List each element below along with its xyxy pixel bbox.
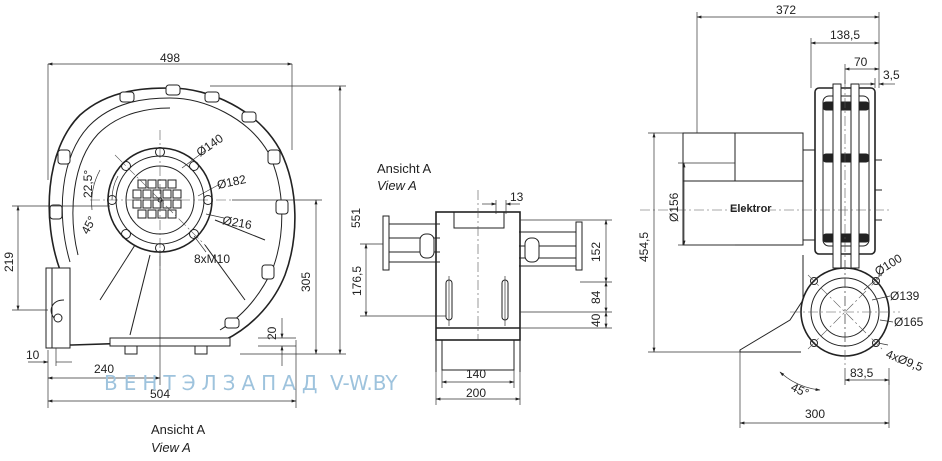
dim-219: 219 [2,252,16,272]
watermark-site: V-W.BY [330,371,398,395]
dim-dia-100: Ø100 [872,251,905,279]
dim-10: 10 [26,348,40,362]
dim-504: 504 [150,387,170,401]
dim-20: 20 [265,326,279,340]
dim-454-5: 454,5 [637,232,651,262]
dim-300: 300 [805,407,825,421]
inlet-flange [90,130,232,270]
dim-83-5: 83,5 [850,366,874,380]
motor-brand: Elektror [730,203,772,215]
front-view: 498 504 240 10 20 551 305 219 Ø140 Ø182 … [2,51,363,455]
view-a-body [382,190,583,372]
front-caption-en: View A [151,440,191,455]
front-dimensions [12,62,346,408]
watermark-brand: ВЕНТЭЛЗАПАД [104,371,323,395]
dim-3-5: 3,5 [883,68,900,82]
dim-dia-182: Ø182 [216,172,248,192]
dim-dia-165: Ø165 [894,315,924,329]
dim-138-5: 138,5 [830,28,860,42]
housing-outline [45,84,296,355]
dim-70: 70 [854,55,868,69]
dim-84: 84 [589,290,603,304]
view-a-caption-en: View A [377,178,417,193]
dim-dia-139: Ø139 [890,289,920,303]
dim-240: 240 [94,362,114,376]
dim-dia-156: Ø156 [667,192,681,222]
dim-angle-22-5: 22,5° [81,170,95,198]
side-dimensions [648,12,895,428]
dim-dia-140: Ø140 [194,131,226,159]
dim-dia-216: Ø216 [221,213,253,232]
dim-angle-45: 45° [78,214,99,237]
view-a: Ansicht A View A [350,161,612,405]
dim-152: 152 [589,242,603,262]
dim-176-5: 176,5 [350,266,364,296]
dim-13: 13 [510,190,524,204]
dim-40: 40 [589,313,603,327]
dim-angle-45-side: 45° [789,380,812,400]
dim-498: 498 [160,51,180,65]
outlet-flange [740,260,900,368]
dim-372: 372 [776,3,796,17]
front-caption-de: Ansicht A [151,422,206,437]
view-a-caption-de: Ansicht A [377,161,432,176]
dim-200: 200 [466,386,486,400]
dim-holes: 4xØ9,5 [884,347,925,375]
dim-305: 305 [299,272,313,292]
dim-551: 551 [349,208,363,228]
dim-140: 140 [466,367,486,381]
view-a-dimensions [360,200,612,405]
inlet-grid [132,179,182,219]
dim-bolts: 8xM10 [194,252,230,266]
watermark: ВЕНТЭЛЗАПАД V-W.BY [104,371,398,395]
side-view: Elektror [637,3,925,428]
motor: Elektror [682,132,804,246]
